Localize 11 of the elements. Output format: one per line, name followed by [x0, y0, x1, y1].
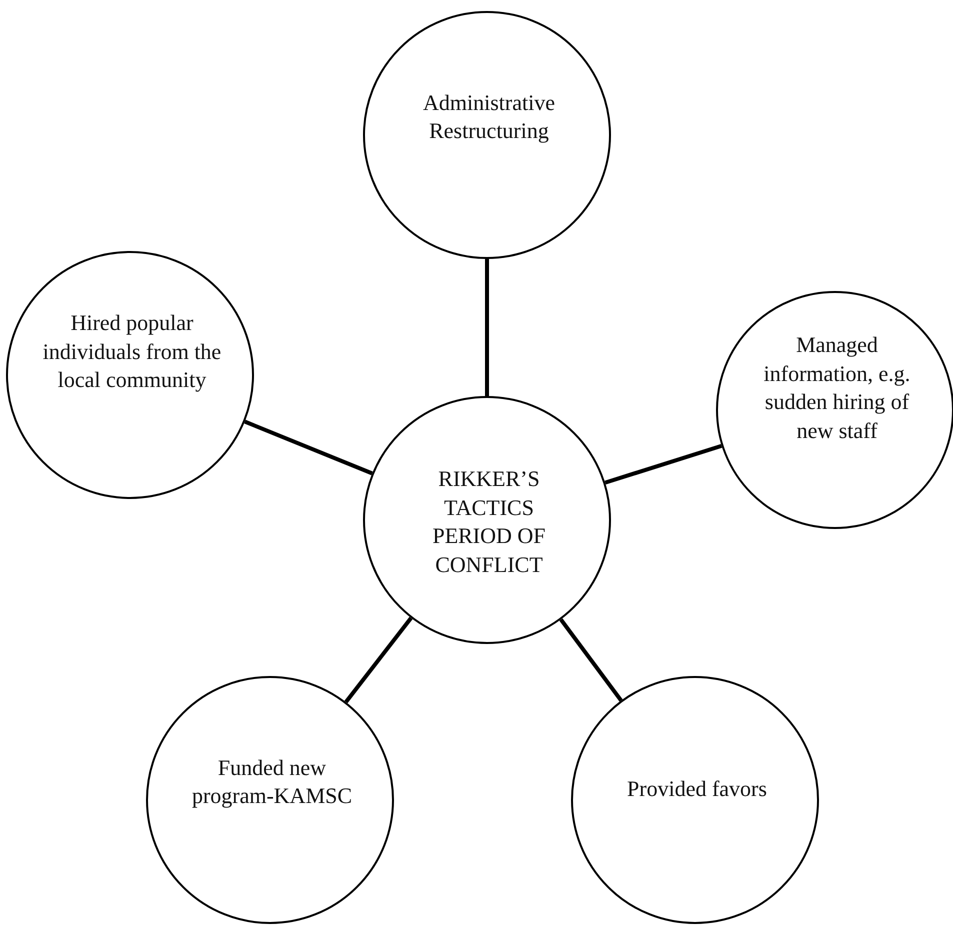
connector-line	[485, 259, 489, 396]
connector-line	[344, 616, 413, 704]
node-label: Funded new program-KAMSC	[190, 754, 354, 810]
connector-line	[244, 420, 373, 476]
node-label: Hired popular individuals from the local community	[42, 309, 222, 394]
connector-line	[559, 618, 623, 702]
node-label: RIKKER’S TACTICS PERIOD OF CONFLICT	[431, 465, 547, 579]
node-label: Managed information, e.g. sudden hiring of new staff	[762, 331, 912, 445]
node-label: Administrative Restructuring	[422, 88, 556, 146]
connector-line	[604, 444, 722, 485]
node-label: Provided favors	[626, 775, 768, 804]
